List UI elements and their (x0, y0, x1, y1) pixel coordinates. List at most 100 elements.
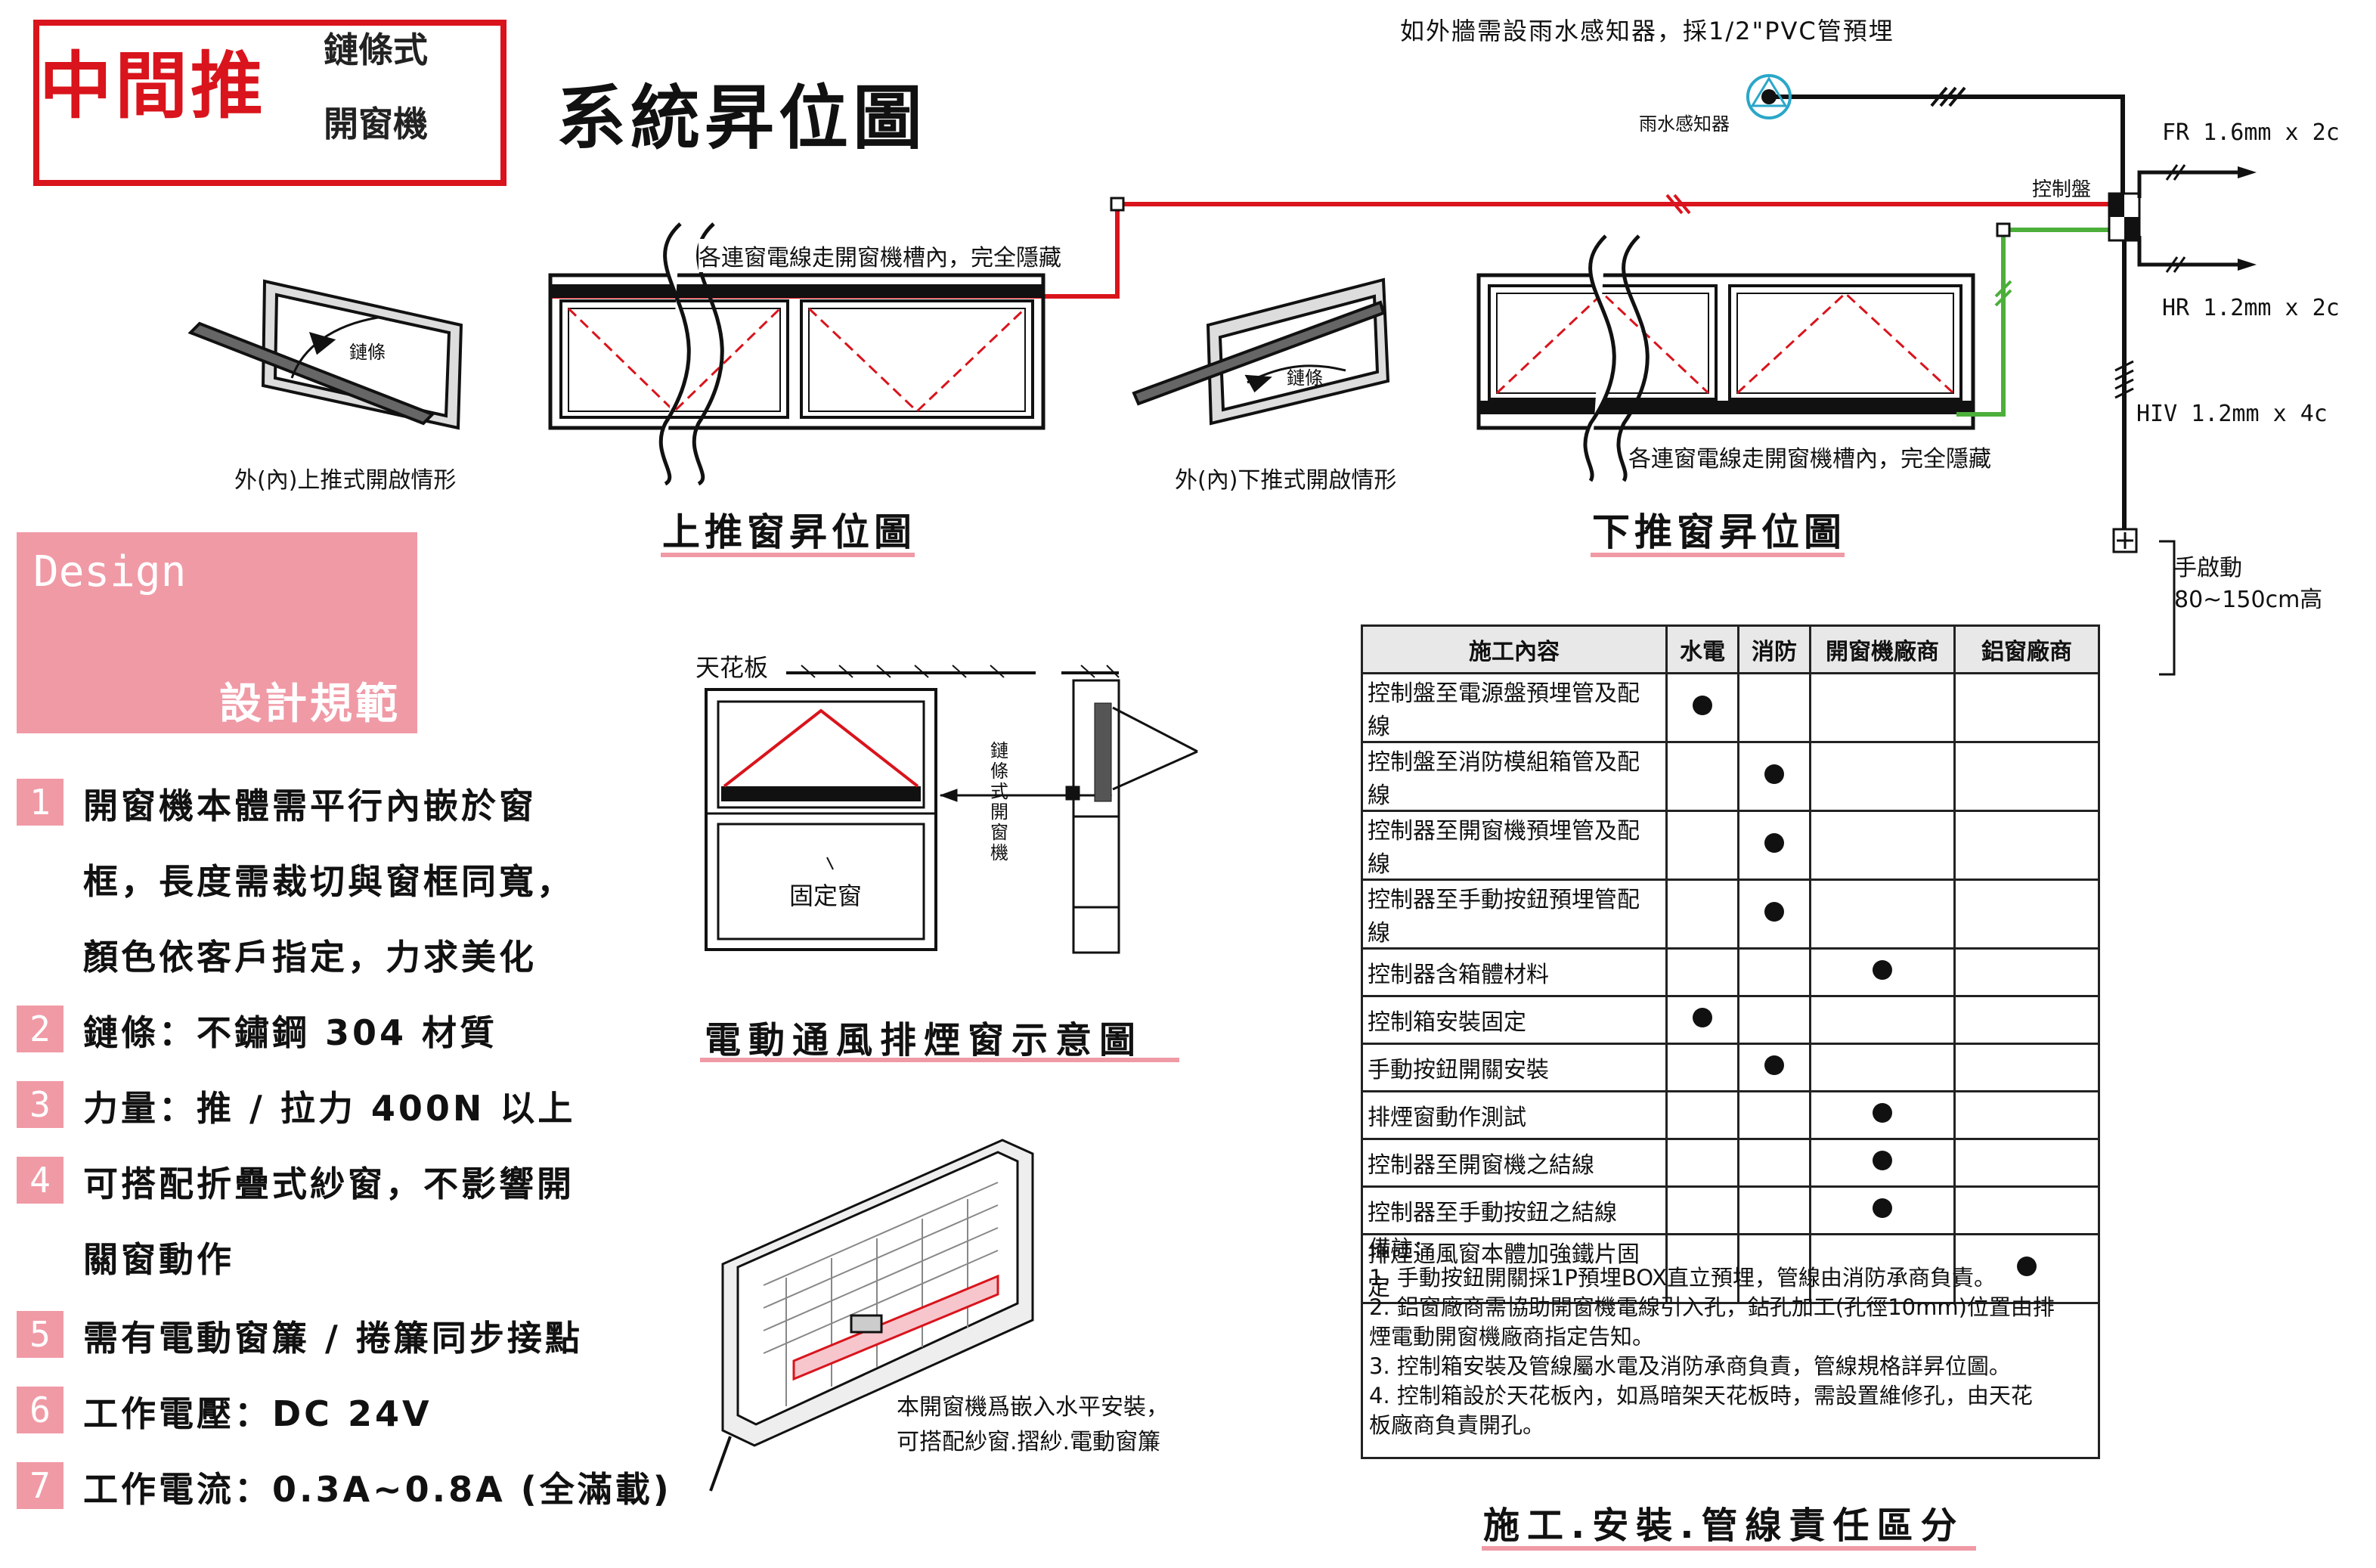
chain-opener-label: 鏈條式開窗機 (990, 740, 1008, 863)
responsibility-dot-icon (2017, 1256, 2037, 1276)
table-header-row: 施工內容 水電 消防 開窗機廠商 鋁窗廠商 (1361, 624, 2100, 674)
responsibility-cell (1737, 1185, 1811, 1235)
red-cable-junction (1110, 197, 1125, 212)
ceiling-label: 天花板 (695, 649, 769, 683)
install-note-line-1: 本開窗機爲嵌入水平安裝， (897, 1394, 1169, 1421)
green-cable (1958, 228, 2117, 417)
task-cell: 手動按鈕開關安裝 (1361, 1043, 1668, 1092)
logo-sub-text-2: 開窗機 (324, 104, 428, 144)
caption-smoke-window: 電動通風排煙窗示意圖 (705, 1019, 1144, 1061)
spec-number: 5 (17, 1311, 64, 1358)
page-title: 系統昇位圖 (556, 78, 928, 159)
responsibility-dot-icon (1873, 1198, 1892, 1218)
spec-text: 需有電動窗簾 / 捲簾同步接點 (83, 1318, 583, 1359)
note-line: 3. 控制箱安裝及管線屬水電及消防承商負責，管線規格詳昇位圖。 (1369, 1353, 2011, 1379)
responsibility-dot-icon (1693, 695, 1712, 715)
responsibility-dot-icon (1873, 1150, 1892, 1170)
task-cell: 控制器至手動按鈕預埋管配線 (1361, 879, 1668, 950)
wiring-note-bottom: 各連窗電線走開窗機槽內，完全隱藏 (1628, 446, 1991, 473)
control-panel-label: 控制盤 (2032, 178, 2092, 201)
responsibility-cell (1665, 810, 1739, 881)
table-row: 控制器至開窗機之結線 (1361, 1138, 2100, 1188)
spec-text: 工作電流：0.3A~0.8A (全滿載) (83, 1469, 672, 1510)
table-row: 控制箱安裝固定 (1361, 995, 2100, 1045)
note-line: 板廠商負責開孔。 (1369, 1412, 1545, 1438)
spec-number: 1 (17, 779, 64, 826)
responsibility-cell (1809, 1233, 1956, 1304)
responsibility-dot-icon (1873, 1102, 1892, 1123)
task-cell: 排煙通風窗本體加強鐵片固定 (1361, 1233, 1668, 1304)
design-box (17, 532, 417, 733)
top-open-label: 外(內)上推式開啟情形 (234, 467, 457, 494)
cable-fr-label: FR 1.6mm x 2c (2162, 119, 2340, 146)
responsibility-cell (1809, 1090, 1956, 1140)
design-title-en: Design (33, 547, 187, 597)
responsibility-cell (1665, 1138, 1739, 1188)
table-row: 控制盤至電源盤預埋管及配線 (1361, 672, 2100, 743)
smoke-window-section (1061, 665, 1198, 954)
manual-start-label: 手啟動 (2174, 555, 2242, 581)
window-3d-illustration (709, 1139, 1034, 1492)
cable-hiv-label: HIV 1.2mm x 4c (2136, 401, 2328, 427)
responsibility-cell (1665, 879, 1739, 950)
responsibility-cell (1737, 1233, 1811, 1304)
rain-sensor-note: 如外牆需設雨水感知器，採1/2"PVC管預埋 (1400, 17, 1894, 45)
manual-height-label: 80~150cm高 (2174, 587, 2323, 613)
spec-text: 力量：推 / 拉力 400N 以上 (83, 1088, 576, 1129)
rain-sensor-icon (1746, 74, 1792, 119)
responsibility-cell (1737, 995, 1811, 1045)
bottom-open-label: 外(內)下推式開啟情形 (1175, 467, 1397, 494)
responsibility-cell (1665, 672, 1739, 743)
responsibility-cell (1665, 1233, 1739, 1304)
task-cell: 排煙窗動作測試 (1361, 1090, 1668, 1140)
design-title-zh: 設計規範 (219, 680, 401, 729)
task-cell: 控制箱安裝固定 (1361, 995, 1668, 1045)
responsibility-cell (1665, 1185, 1739, 1235)
responsibility-cell (1809, 810, 1956, 881)
wiring-note-top: 各連窗電線走開窗機槽內，完全隱藏 (699, 239, 1061, 272)
caption-bottom-push: 下推窗昇位圖 (1592, 510, 1846, 554)
chain-label-bottom: 鏈條 (1287, 367, 1323, 389)
smoke-window-elevation (705, 665, 1113, 951)
responsibility-cell (1953, 1138, 2100, 1188)
responsibility-cell (1665, 947, 1739, 997)
table-header: 鋁窗廠商 (1953, 624, 2100, 674)
logo-sub-text-1: 鏈條式 (324, 29, 428, 70)
responsibility-cell (1665, 741, 1739, 812)
responsibility-dot-icon (1764, 901, 1784, 922)
spec-text: 關窗動作 (83, 1239, 234, 1280)
note-line: 煙電動開窗機廠商指定告知。 (1369, 1324, 1655, 1350)
responsibility-cell (1809, 879, 1956, 950)
spec-number: 6 (17, 1387, 64, 1433)
table-row: 控制器至開窗機預埋管及配線 (1361, 810, 2100, 881)
task-cell: 控制盤至消防模組箱管及配線 (1361, 741, 1668, 812)
caption-table: 施工.安裝.管線責任區分 (1483, 1504, 1965, 1547)
table-header: 水電 (1665, 624, 1739, 674)
responsibility-cell (1953, 810, 2100, 881)
responsibility-dot-icon (1764, 832, 1784, 853)
responsibility-cell (1809, 1185, 1956, 1235)
note-line: 1. 手動按鈕開關採1P預埋BOX直立預埋，管線由消防承商負責。 (1369, 1265, 1997, 1291)
table-row: 控制器至手動按鈕之結線 (1361, 1185, 2100, 1235)
spec-number: 7 (17, 1462, 64, 1509)
responsibility-cell (1665, 995, 1739, 1045)
responsibility-cell (1665, 1043, 1739, 1092)
table-header: 開窗機廠商 (1809, 624, 1956, 674)
responsibility-cell (1953, 879, 2100, 950)
table-header: 施工內容 (1361, 624, 1668, 674)
table-row: 控制盤至消防模組箱管及配線 (1361, 741, 2100, 812)
responsibility-cell (1953, 1043, 2100, 1092)
responsibility-dot-icon (1693, 1007, 1712, 1027)
fixed-window-mark-icon (826, 857, 834, 870)
responsibility-cell (1809, 672, 1956, 743)
task-cell: 控制器至開窗機之結線 (1361, 1138, 1668, 1188)
responsibility-cell (1665, 1090, 1739, 1140)
spec-text: 顏色依客戶指定，力求美化 (83, 937, 537, 978)
table-row: 控制器含箱體材料 (1361, 947, 2100, 997)
spec-number: 2 (17, 1006, 64, 1052)
bottom-push-window-run (1476, 273, 1975, 430)
responsibility-dot-icon (1764, 764, 1784, 784)
responsibility-cell (1953, 741, 2100, 812)
responsibility-cell (1809, 995, 1956, 1045)
